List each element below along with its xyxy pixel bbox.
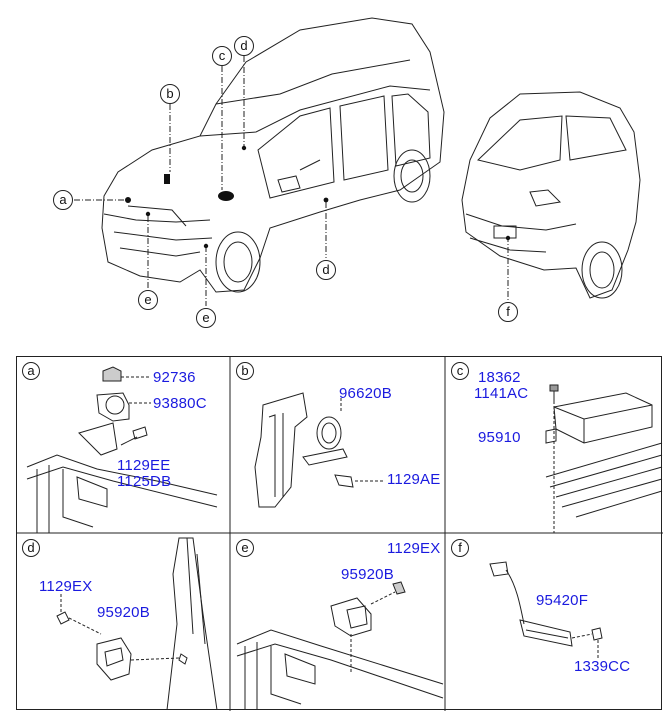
vehicle-overview: a b c d d e e f	[0, 0, 671, 340]
detail-grid: a 92736 93880C 1129EE 1125DB	[16, 356, 663, 711]
part-number-1129ae: 1129AE	[387, 471, 441, 488]
grid-lines	[17, 357, 663, 711]
panel-c-label: c	[451, 362, 469, 380]
panel-e: e 1129EX 95920B	[231, 534, 446, 710]
panel-a-drawing	[26, 366, 218, 533]
overview-label-c: c	[212, 46, 232, 66]
overview-label-e-left: e	[138, 290, 158, 310]
panel-b-drawing	[254, 392, 385, 508]
overview-label-d-bottom: d	[316, 260, 336, 280]
panel-f-label: f	[451, 539, 469, 557]
panel-e-drawing	[236, 581, 444, 710]
panel-b: b 96620B 1129AE	[231, 357, 446, 533]
overview-label-e-right: e	[196, 308, 216, 328]
panel-a-label: a	[22, 362, 40, 380]
part-number-93880c: 93880C	[153, 395, 207, 412]
overview-label-f: f	[498, 302, 518, 322]
part-number-95420f: 95420F	[536, 592, 589, 609]
vehicle-illustration	[74, 17, 641, 306]
part-number-18362: 18362	[478, 369, 521, 386]
panel-e-label: e	[236, 539, 254, 557]
panel-f: f 95420F 1339CC	[446, 534, 661, 710]
part-number-1129ex-e: 1129EX	[387, 540, 441, 557]
part-number-96620b: 96620B	[339, 385, 392, 402]
part-number-92736: 92736	[153, 369, 196, 386]
part-number-1339cc: 1339CC	[574, 658, 631, 675]
panel-d-drawing	[56, 537, 218, 710]
part-number-1141ac: 1141AC	[474, 385, 529, 402]
part-number-1129ee: 1129EE	[117, 457, 171, 474]
panel-c: c 18362 1141AC 95910	[446, 357, 663, 533]
panel-a: a 92736 93880C 1129EE 1125DB	[17, 357, 232, 533]
panel-d-label: d	[22, 539, 40, 557]
part-number-1125db: 1125DB	[117, 473, 172, 490]
overview-label-b: b	[160, 84, 180, 104]
panel-b-label: b	[236, 362, 254, 380]
panel-f-drawing	[489, 561, 603, 658]
part-number-1129ex-d: 1129EX	[39, 578, 93, 595]
overview-label-d-top: d	[234, 36, 254, 56]
panel-d: d 1129EX 95920B	[17, 534, 232, 710]
part-number-95920b-e: 95920B	[341, 566, 394, 583]
part-number-95910: 95910	[478, 429, 521, 446]
part-number-95920b-d: 95920B	[97, 604, 150, 621]
overview-label-a: a	[53, 190, 73, 210]
panel-c-drawing	[545, 384, 663, 533]
